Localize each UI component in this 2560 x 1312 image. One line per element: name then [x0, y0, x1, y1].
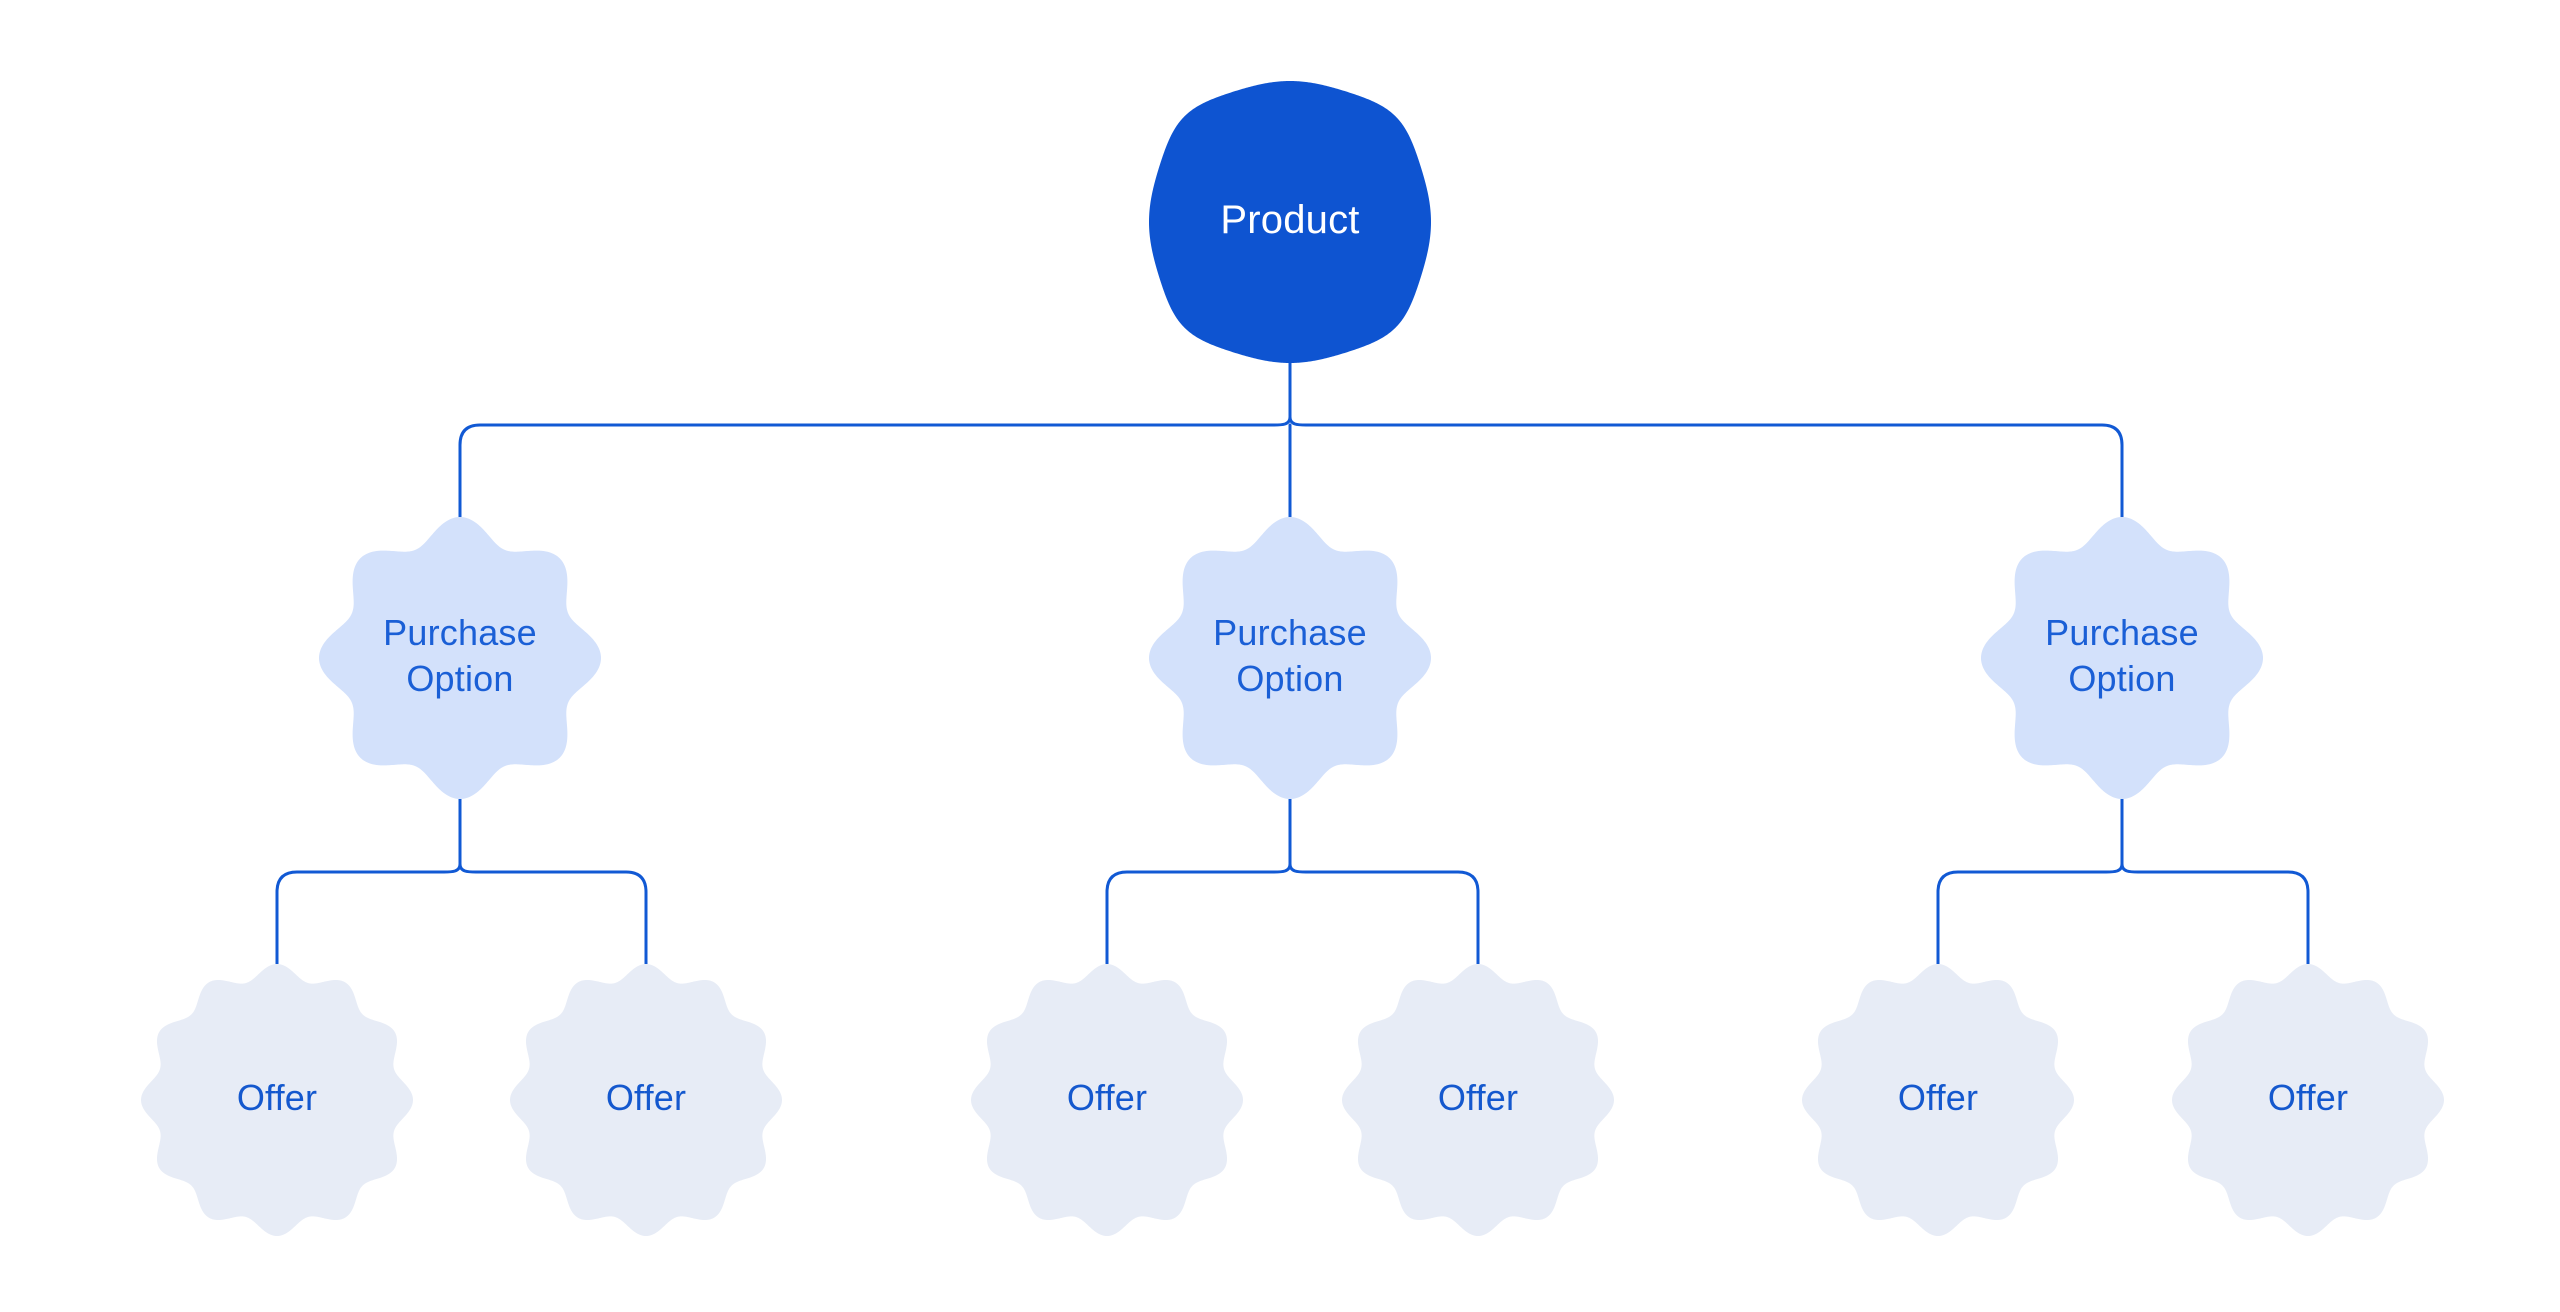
node-shape-eight-lobed-flower — [1981, 517, 2263, 799]
node-label-offer-1b: Offer — [606, 1077, 686, 1118]
connectors-layer — [275, 361, 2310, 967]
connector-product-to-options — [458, 361, 2124, 522]
node-label-offer-1a: Offer — [237, 1077, 317, 1118]
label-line: Option — [2068, 658, 2175, 699]
node-offer-1a[interactable]: Offer — [141, 964, 413, 1236]
connector-option3-to-offers — [1936, 796, 2310, 967]
node-offer-2a[interactable]: Offer — [971, 964, 1243, 1236]
label-line: Purchase — [383, 611, 537, 652]
label-line: Option — [406, 658, 513, 699]
node-offer-2b[interactable]: Offer — [1342, 964, 1614, 1236]
label-line: Product — [1220, 198, 1359, 242]
node-label-offer-2a: Offer — [1067, 1077, 1147, 1118]
node-shape-twelve-lobed-scallop — [1342, 964, 1614, 1236]
node-shape-eight-lobed-flower — [319, 517, 601, 799]
label-line: Offer — [1067, 1077, 1147, 1118]
node-shape-eight-lobed-flower — [1149, 517, 1431, 799]
node-shape-twelve-lobed-scallop — [141, 964, 413, 1236]
node-label-offer-2b: Offer — [1438, 1077, 1518, 1118]
connector-option1-to-offers — [275, 796, 648, 967]
label-line: Offer — [2268, 1077, 2348, 1118]
label-line: Purchase — [2045, 611, 2199, 652]
node-label-offer-3a: Offer — [1898, 1077, 1978, 1118]
label-line: Purchase — [1213, 611, 1367, 652]
node-shape-four-lobed-blob — [1149, 81, 1431, 363]
node-shape-twelve-lobed-scallop — [971, 964, 1243, 1236]
node-offer-1b[interactable]: Offer — [510, 964, 782, 1236]
node-offer-3b[interactable]: Offer — [2172, 964, 2444, 1236]
node-shape-twelve-lobed-scallop — [1802, 964, 2074, 1236]
connector-option2-to-offers — [1105, 796, 1480, 967]
label-line: Offer — [237, 1077, 317, 1118]
label-line: Offer — [606, 1077, 686, 1118]
label-line: Option — [1236, 658, 1343, 699]
node-offer-3a[interactable]: Offer — [1802, 964, 2074, 1236]
node-shape-twelve-lobed-scallop — [2172, 964, 2444, 1236]
node-label-offer-3b: Offer — [2268, 1077, 2348, 1118]
node-label-product: Product — [1220, 198, 1359, 242]
label-line: Offer — [1898, 1077, 1978, 1118]
node-shape-twelve-lobed-scallop — [510, 964, 782, 1236]
label-line: Offer — [1438, 1077, 1518, 1118]
node-product[interactable]: Product — [1149, 81, 1431, 363]
